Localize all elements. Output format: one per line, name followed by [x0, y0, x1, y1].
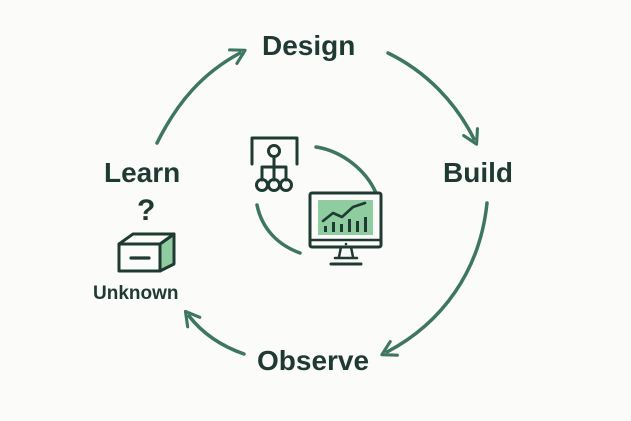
inner-arc-top	[314, 145, 378, 195]
org-chart-icon	[250, 136, 299, 192]
stage-label-build: Build	[443, 157, 513, 188]
arrow-observe-to-learn	[183, 309, 246, 356]
arrow-build-to-observe	[380, 201, 489, 357]
cycle-arrows-icon	[155, 48, 489, 357]
stage-label-observe: Observe	[257, 345, 370, 376]
stage-label-learn: Learn	[104, 157, 181, 188]
monitor-chart-icon	[308, 191, 383, 266]
arrow-learn-to-design	[155, 48, 247, 145]
unknown-caption: Unknown	[93, 283, 179, 304]
stage-label-design: Design	[262, 30, 356, 61]
inner-arc-bottom	[255, 203, 302, 255]
box-icon	[117, 232, 176, 273]
inner-cycle-arcs	[255, 145, 378, 255]
question-mark-icon: ?	[137, 194, 156, 227]
arrow-design-to-build	[386, 51, 479, 146]
